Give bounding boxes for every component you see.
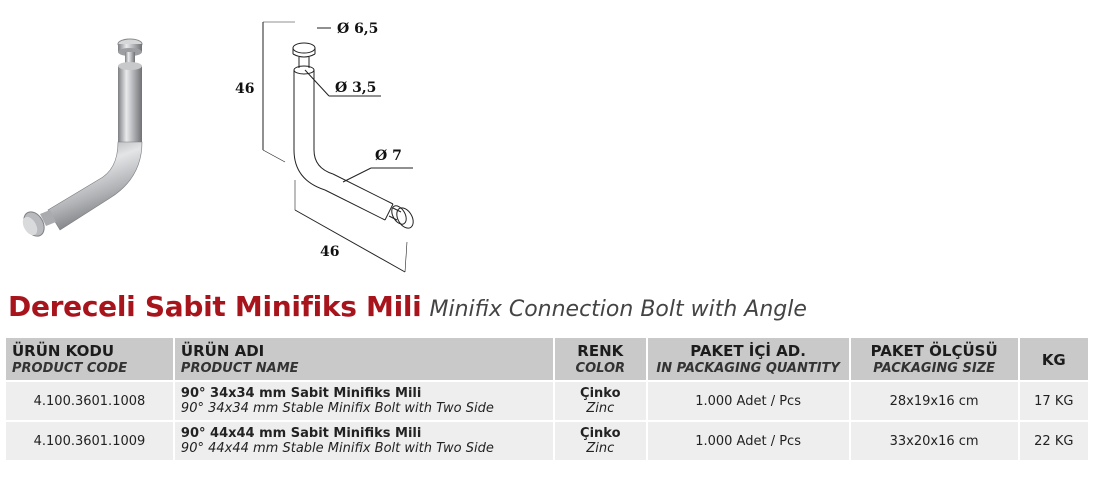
header-packaging-quantity: PAKET İÇİ AD. IN PACKAGING QUANTITY bbox=[647, 338, 849, 380]
cell-size: 33x20x16 cm bbox=[850, 422, 1018, 460]
cell-quantity: 1.000 Adet / Pcs bbox=[647, 382, 849, 420]
header-color: RENK COLOR bbox=[555, 338, 646, 380]
dim-head-diameter: Ø 6,5 bbox=[337, 21, 378, 37]
product-table: ÜRÜN KODU PRODUCT CODE ÜRÜN ADI PRODUCT … bbox=[4, 336, 1090, 462]
cell-code: 4.100.3601.1008 bbox=[6, 382, 173, 420]
cell-quantity: 1.000 Adet / Pcs bbox=[647, 422, 849, 460]
cell-kg: 22 KG bbox=[1019, 422, 1088, 460]
cell-name: 90° 34x34 mm Sabit Minifiks Mili 90° 34x… bbox=[174, 382, 554, 420]
header-product-code: ÜRÜN KODU PRODUCT CODE bbox=[6, 338, 173, 380]
table-header-row: ÜRÜN KODU PRODUCT CODE ÜRÜN ADI PRODUCT … bbox=[6, 338, 1088, 380]
table-row: 4.100.3601.1009 90° 44x44 mm Sabit Minif… bbox=[6, 422, 1088, 460]
header-product-name: ÜRÜN ADI PRODUCT NAME bbox=[174, 338, 554, 380]
technical-drawing: Ø 6,5 Ø 3,5 Ø 7 46 46 bbox=[235, 21, 414, 273]
dim-height: 46 bbox=[235, 81, 254, 97]
product-figure-area: Ø 6,5 Ø 3,5 Ø 7 46 46 bbox=[22, 21, 414, 273]
cell-color: Çinko Zinc bbox=[555, 422, 646, 460]
dim-neck-diameter: Ø 3,5 bbox=[335, 80, 376, 96]
title-english: Minifix Connection Bolt with Angle bbox=[429, 297, 807, 322]
table-row: 4.100.3601.1008 90° 34x34 mm Sabit Minif… bbox=[6, 382, 1088, 420]
dim-body-diameter: Ø 7 bbox=[375, 148, 402, 164]
cell-name: 90° 44x44 mm Sabit Minifiks Mili 90° 44x… bbox=[174, 422, 554, 460]
dim-length: 46 bbox=[320, 244, 339, 260]
product-photo bbox=[22, 38, 143, 237]
title-turkish: Dereceli Sabit Minifiks Mili bbox=[8, 290, 422, 323]
product-title: Dereceli Sabit Minifiks Mili Minifix Con… bbox=[8, 290, 807, 330]
cell-size: 28x19x16 cm bbox=[850, 382, 1018, 420]
cell-color: Çinko Zinc bbox=[555, 382, 646, 420]
cell-code: 4.100.3601.1009 bbox=[6, 422, 173, 460]
cell-kg: 17 KG bbox=[1019, 382, 1088, 420]
header-packaging-size: PAKET ÖLÇÜSÜ PACKAGING SIZE bbox=[850, 338, 1018, 380]
header-kg: KG bbox=[1019, 338, 1088, 380]
